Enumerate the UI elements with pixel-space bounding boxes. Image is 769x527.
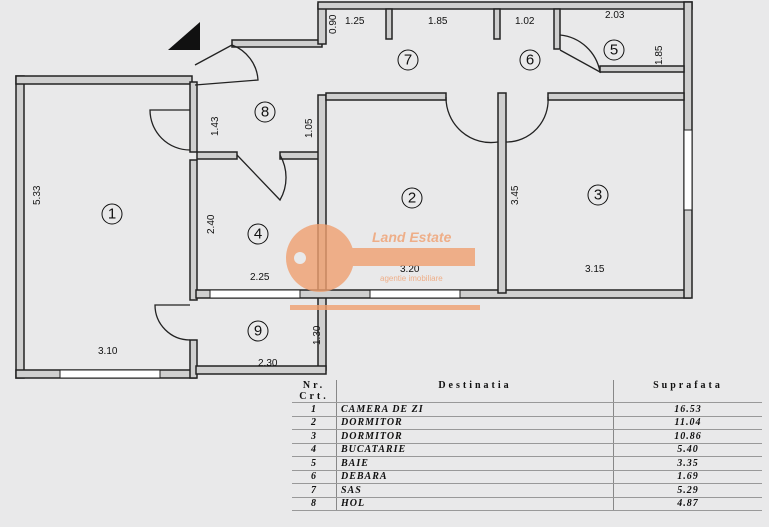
cell-area: 11.04 xyxy=(613,416,762,430)
header-nr: Nr. Crt. xyxy=(292,380,337,403)
table-header: Nr. Crt. Destinatia Suprafata xyxy=(292,380,762,403)
dim: 1.05 xyxy=(304,118,315,138)
room-1-number: 1 xyxy=(108,206,116,223)
dim: 3.10 xyxy=(98,346,118,357)
dimension-labels: 5.33 3.10 1.43 1.05 2.40 2.25 3.20 3.45 … xyxy=(32,10,665,369)
cell-name: DORMITOR xyxy=(336,416,614,430)
room-2-number: 2 xyxy=(408,190,416,207)
dim: 1.43 xyxy=(210,116,221,136)
dim: 2.03 xyxy=(605,10,625,21)
cell-area: 5.40 xyxy=(613,443,762,457)
cell-name: HOL xyxy=(336,497,614,511)
cell-nr: 7 xyxy=(292,483,337,498)
dim: 3.20 xyxy=(400,264,420,275)
header-destinatia: Destinatia xyxy=(336,380,614,403)
dim: 1.85 xyxy=(428,16,448,27)
land-estate-watermark-logo: Land Estate agentie imobiliare xyxy=(286,224,480,310)
dim: 1.30 xyxy=(312,325,323,345)
cell-area: 5.29 xyxy=(613,483,762,498)
dim: 2.25 xyxy=(250,272,270,283)
room-7-number: 7 xyxy=(404,52,412,69)
windows xyxy=(59,129,693,379)
room-numbers xyxy=(101,39,625,342)
watermark-tagline: agentie imobiliare xyxy=(380,274,443,283)
cell-nr: 5 xyxy=(292,456,337,471)
cell-nr: 4 xyxy=(292,443,337,457)
dim: 1.02 xyxy=(515,16,535,27)
walls xyxy=(15,1,693,379)
cell-nr: 8 xyxy=(292,497,337,511)
dim: 2.30 xyxy=(258,358,278,369)
dim: 5.33 xyxy=(32,185,43,205)
dim: 0.90 xyxy=(328,14,339,34)
cell-name: DORMITOR xyxy=(336,429,614,444)
room-9-number: 9 xyxy=(254,323,262,340)
watermark-brand: Land Estate xyxy=(372,229,452,245)
dim: 1.85 xyxy=(654,45,665,65)
cell-name: BUCATARIE xyxy=(336,443,614,457)
room-3-number: 3 xyxy=(594,187,602,204)
dim: 2.40 xyxy=(206,214,217,234)
header-suprafata: Suprafata xyxy=(613,380,762,403)
floor-plan: 1 2 3 4 5 6 7 8 9 5.33 3.10 1.43 1.05 2.… xyxy=(15,1,693,379)
cell-name: CAMERA DE ZI xyxy=(336,402,614,417)
cell-name: DEBARA xyxy=(336,470,614,484)
dim: 1.25 xyxy=(345,16,365,27)
cell-nr: 3 xyxy=(292,429,337,444)
cell-nr: 2 xyxy=(292,416,337,430)
cell-nr: 6 xyxy=(292,470,337,484)
cell-area: 16.53 xyxy=(613,402,762,417)
room-4-number: 4 xyxy=(254,226,262,243)
room-8-number: 8 xyxy=(261,104,269,121)
cell-nr: 1 xyxy=(292,402,337,417)
cell-area: 10.86 xyxy=(613,429,762,444)
cell-name: SAS xyxy=(336,483,614,498)
cell-area: 1.69 xyxy=(613,470,762,484)
cell-area: 3.35 xyxy=(613,456,762,471)
doors xyxy=(149,34,601,341)
dim: 3.15 xyxy=(585,264,605,275)
cell-name: BAIE xyxy=(336,456,614,471)
cell-area: 4.87 xyxy=(613,497,762,511)
room-5-number: 5 xyxy=(610,42,618,59)
dim: 3.45 xyxy=(510,185,521,205)
north-arrow-icon xyxy=(168,22,200,50)
room-6-number: 6 xyxy=(526,52,534,69)
